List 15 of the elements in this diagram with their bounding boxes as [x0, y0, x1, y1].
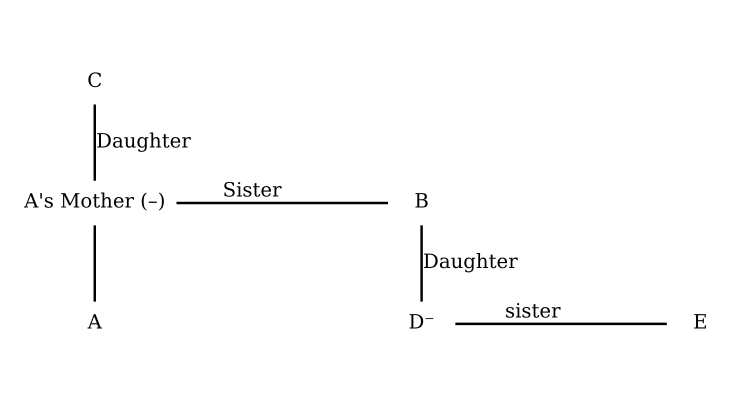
- node-text: C: [87, 68, 102, 92]
- edge-label: Daughter: [96, 128, 191, 152]
- edge-label: Sister: [222, 178, 282, 202]
- connector: [94, 224, 96, 302]
- node-text: B: [414, 189, 429, 212]
- connector: [176, 201, 388, 204]
- edge-label: sister: [504, 298, 561, 322]
- connector: [420, 224, 423, 302]
- node-text: A's Mother (–): [24, 189, 166, 212]
- edge-label: Daughter: [423, 250, 518, 273]
- node-text: E: [693, 310, 708, 334]
- connector: [455, 322, 667, 325]
- node-text: A: [88, 310, 102, 334]
- node-text: D⁻: [408, 310, 435, 334]
- connector: [94, 104, 96, 180]
